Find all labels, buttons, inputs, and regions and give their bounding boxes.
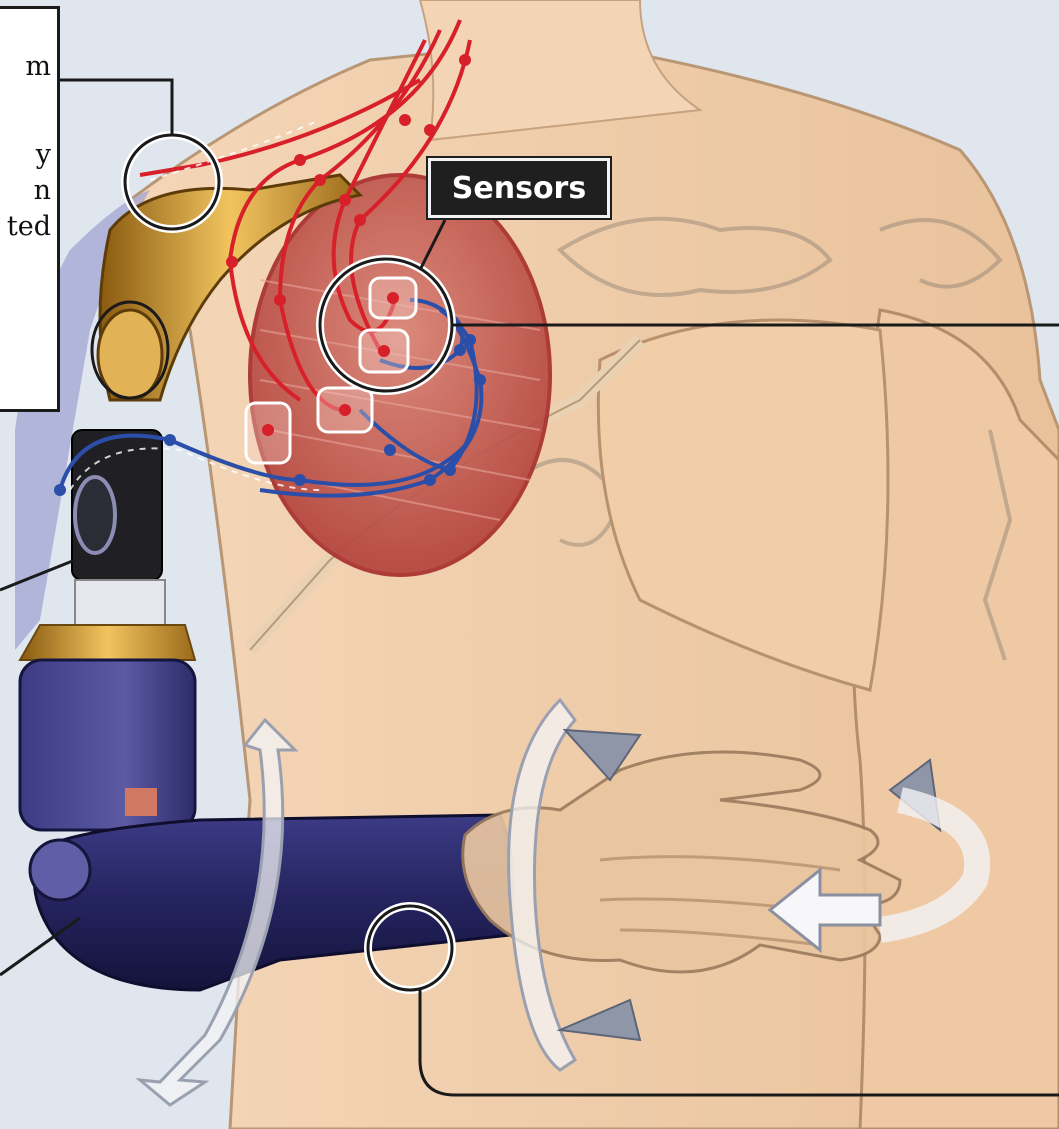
callout-text-2: y: [36, 141, 51, 168]
callout-box-left: m y n ted: [0, 6, 60, 412]
shoulder-socket: [98, 310, 162, 400]
sensors-label: Sensors: [428, 158, 610, 218]
chest-muscle: [250, 175, 550, 575]
callout-text-1: m: [25, 53, 51, 80]
callout-text-3: n: [34, 177, 51, 204]
upper-arm-socket: [20, 660, 195, 830]
callout-text-4: ted: [7, 213, 51, 240]
